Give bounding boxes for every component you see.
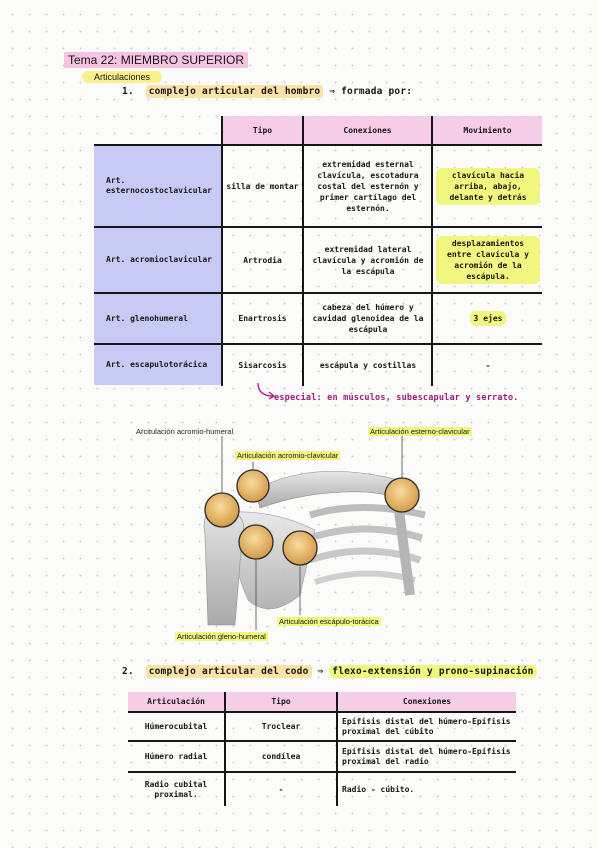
table2-row-tipo: condílea xyxy=(261,751,301,761)
table2-row-conexiones: Epífisis distal del húmero-Epífisis prox… xyxy=(342,746,511,766)
table1-hline xyxy=(94,292,542,294)
table1-row-tipo: Enartrosis xyxy=(238,314,287,323)
table2-vline xyxy=(336,692,338,806)
table2-row-name: Radio cubital proximal. xyxy=(144,779,208,799)
section2-heading: 2. complejo articular del codo ⇒ flexo-e… xyxy=(122,665,537,678)
section2-rest: flexo-extensión y prono-supinación xyxy=(329,665,537,678)
table1-hline xyxy=(94,343,542,345)
table2-row-name: Húmerocubital xyxy=(144,721,208,731)
table1-vline xyxy=(431,116,433,386)
table2-row-conexiones: Radio - cúbito. xyxy=(342,784,415,794)
label-acromio-clavicular: Articulación acromio-clavicular xyxy=(235,451,341,460)
table2-row-conexiones: Epífisis distal del húmero-Epífisis prox… xyxy=(342,716,511,736)
table1-row-movimiento-wrap: 3 ejes xyxy=(436,294,540,343)
table1-row-movimiento-wrap: desplazamientos entre clavícula y acromi… xyxy=(436,228,540,292)
shoulder-anatomy-illustration xyxy=(203,436,426,630)
table1-header-bg xyxy=(222,116,542,144)
table1-row-movimiento: clavícula hacia arriba, abajo, delante y… xyxy=(436,167,540,205)
label-gleno-humeral: Articulación gleno-humeral xyxy=(175,632,268,641)
table2-header-tipo: Tipo xyxy=(271,696,291,706)
table2-hline xyxy=(128,740,516,742)
table1-row-movimiento: desplazamientos entre clavícula y acromi… xyxy=(436,236,540,284)
table1-row-conexiones: cabeza del húmero y cavidad glenoidea de… xyxy=(312,303,424,334)
table1-hline xyxy=(94,226,542,228)
section1-arrow: ⇒ xyxy=(329,86,336,97)
page-title: Tema 22: MIEMBRO SUPERIOR xyxy=(64,52,249,68)
section1-topic: complejo articular del hombro xyxy=(145,85,324,98)
table1-header-movimiento: Movimiento xyxy=(463,125,512,135)
table1-row-name: Art. esternocostoclavicular xyxy=(106,176,212,195)
table2-hline xyxy=(128,711,516,713)
table1-header-tipo: Tipo xyxy=(252,125,273,135)
table2-row-name: Húmero radial xyxy=(144,751,208,761)
table2-row-tipo: Troclear xyxy=(261,721,301,731)
label-escapulo-toracica: Articulación escápulo-torácica xyxy=(277,617,381,626)
label-esterno-clavicular: Articulación esterno-clavicular xyxy=(368,427,472,436)
table1-row-name: Art. glenohumeral xyxy=(106,313,188,323)
table2-hline xyxy=(128,771,516,773)
table1-row-movimiento: 3 ejes xyxy=(469,311,507,326)
table1-row-conexiones: escápula y costillas xyxy=(319,360,417,370)
curved-arrow-icon xyxy=(257,382,276,400)
table1-row-conexiones: extremidad lateral clavícula y acromión … xyxy=(312,244,424,276)
section1-number: 1. xyxy=(122,86,134,97)
table1-rowhead-bg xyxy=(94,145,221,385)
table1-row-movimiento: - xyxy=(485,360,491,370)
table1-row-movimiento-wrap: clavícula hacia arriba, abajo, delante y… xyxy=(436,146,540,226)
table1-row-tipo: silla de montar xyxy=(226,181,299,191)
table1-row-name: Art. acromioclavicular xyxy=(106,255,212,264)
section2-topic: complejo articular del codo xyxy=(145,665,312,678)
table1-hline xyxy=(94,144,542,146)
label-acromio-humeral: Arcitulación acromio-humeral xyxy=(136,427,234,436)
table1-vline xyxy=(302,116,304,386)
page-subtitle: Articulaciones xyxy=(82,71,163,83)
section2-arrow: ⇒ xyxy=(317,666,324,677)
section1-heading: 1. complejo articular del hombro ⇒ forma… xyxy=(122,85,413,98)
table2-vline xyxy=(224,692,226,806)
table2-row-tipo: - xyxy=(278,784,284,794)
table1-row-tipo: Artrodia xyxy=(243,255,282,265)
table1-header-conexiones: Conexiones xyxy=(343,125,392,135)
table1-row-conexiones: extremidad esternal clavícula, escotadur… xyxy=(317,159,419,213)
section2-number: 2. xyxy=(122,666,134,677)
section1-note: especial: en músculos, subescapular y se… xyxy=(274,393,519,403)
table2-header-conexiones: Conexiones xyxy=(402,696,452,706)
table1-row-name: Art. escapulotorácica xyxy=(106,360,208,369)
table1-row-tipo: Sisarcosis xyxy=(238,360,287,370)
table2-header-articulacion: Articulación xyxy=(147,696,205,706)
table1-vline xyxy=(221,116,223,386)
section1-rest: formada por: xyxy=(341,86,413,97)
